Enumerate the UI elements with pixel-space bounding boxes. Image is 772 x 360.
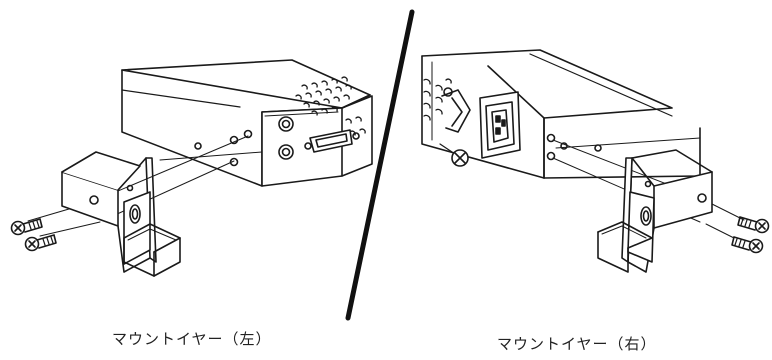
left-screw-upper xyxy=(10,218,43,236)
right-mount-ear-bracket xyxy=(597,149,713,273)
right-screw-upper xyxy=(737,216,770,234)
right-server-chassis xyxy=(421,49,701,179)
right-illustration xyxy=(421,49,770,273)
left-illustration xyxy=(10,59,373,277)
caption-left-mount-ear: マウントイヤー（左） xyxy=(112,330,272,348)
left-screw-lower xyxy=(24,234,57,252)
divider-slash xyxy=(345,9,415,321)
left-mount-ear-bracket xyxy=(61,151,181,277)
right-screw-lower xyxy=(731,236,764,254)
caption-right-mount-ear: マウントイヤー（右） xyxy=(497,335,657,353)
left-server-chassis xyxy=(121,59,373,187)
